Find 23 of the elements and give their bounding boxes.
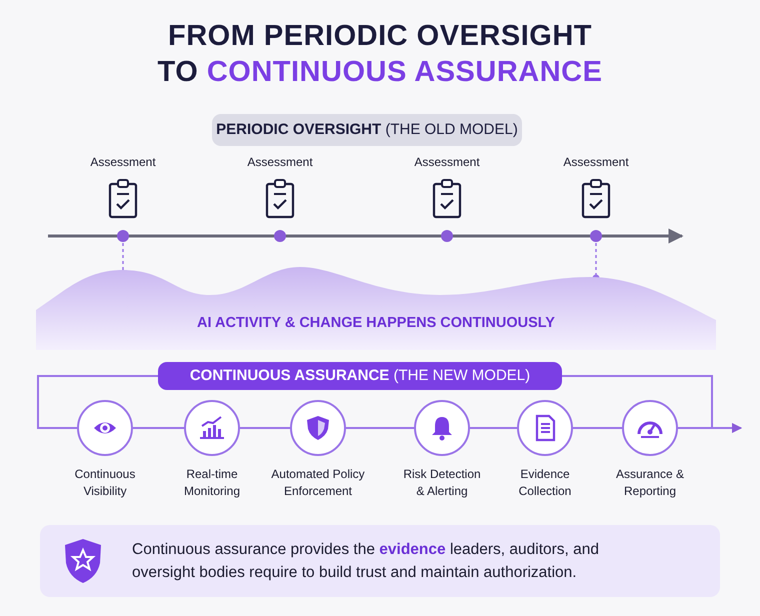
connector-line [562,375,742,433]
step-label: Assurance & Reporting [614,466,686,500]
assessment-label: Assessment [413,155,481,169]
connector-line [346,427,414,429]
title: FROM PERIODIC OVERSIGHT TO CONTINUOUS ASSURANCE [156,19,604,90]
step-label: Automated Policy Enforcement [270,466,366,500]
step-label: Continuous Visibility [74,466,136,500]
connector-line [133,427,184,429]
band-label: AI ACTIVITY & CHANGE HAPPENS CONTINUOUSLY [196,315,556,331]
assessment-label: Assessment [246,155,314,169]
summary-text: Continuous assurance provides the evidence leaders, auditors, and oversight bodies require to build trust and maintain authorization. [132,540,600,583]
connector-line [37,375,158,429]
step-label: Risk Detection & Alerting [402,466,482,500]
info-panel [40,525,720,597]
assessment-label: Assessment [562,155,630,169]
model-pill: PERIODIC OVERSIGHT (THE OLD MODEL) [212,114,522,146]
connector-line [240,427,290,429]
connector-line [573,427,622,429]
model-pill: CONTINUOUS ASSURANCE (THE NEW MODEL) [158,362,562,390]
step-label: Evidence Collection [518,466,572,500]
assessment-label: Assessment [89,155,157,169]
step-label: Real-time Monitoring [182,466,242,500]
connector-line [470,427,517,429]
